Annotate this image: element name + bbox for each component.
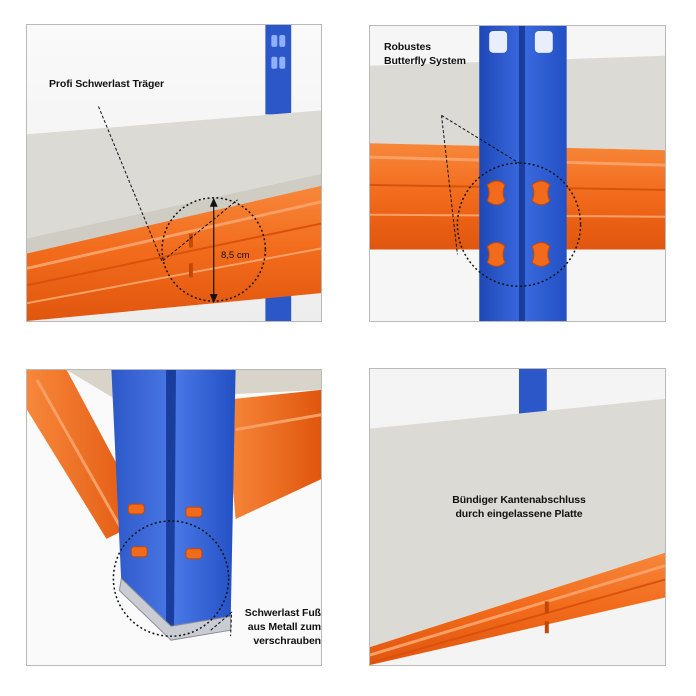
board-caption-line1: Bündiger Kantenabschluss — [452, 494, 586, 506]
foot-caption-line2: aus Metall zum — [247, 621, 321, 633]
panel-heavy-beam: Profi Schwerlast Träger 8,5 cm — [26, 24, 322, 322]
butterfly-caption-line2: Butterfly System — [384, 55, 466, 67]
beam-dimension-label: 8,5 cm — [221, 250, 250, 261]
foot-caption-line3: verschrauben — [253, 635, 321, 647]
panel-butterfly-system: Robustes Butterfly System — [369, 25, 666, 322]
board-photo — [370, 369, 665, 665]
beam-photo — [27, 25, 321, 321]
butterfly-caption-line1: Robustes — [384, 41, 432, 53]
panel-flush-board: Bündiger Kantenabschluss durch eingelass… — [369, 368, 666, 666]
foot-photo — [27, 370, 321, 665]
beam-caption: Profi Schwerlast Träger — [49, 78, 164, 90]
panel-heavy-foot: Schwerlast Fuß aus Metall zum verschraub… — [26, 369, 322, 666]
foot-caption-line1: Schwerlast Fuß — [244, 607, 321, 619]
board-caption-line2: durch eingelassene Platte — [455, 508, 583, 520]
butterfly-photo — [370, 26, 665, 321]
